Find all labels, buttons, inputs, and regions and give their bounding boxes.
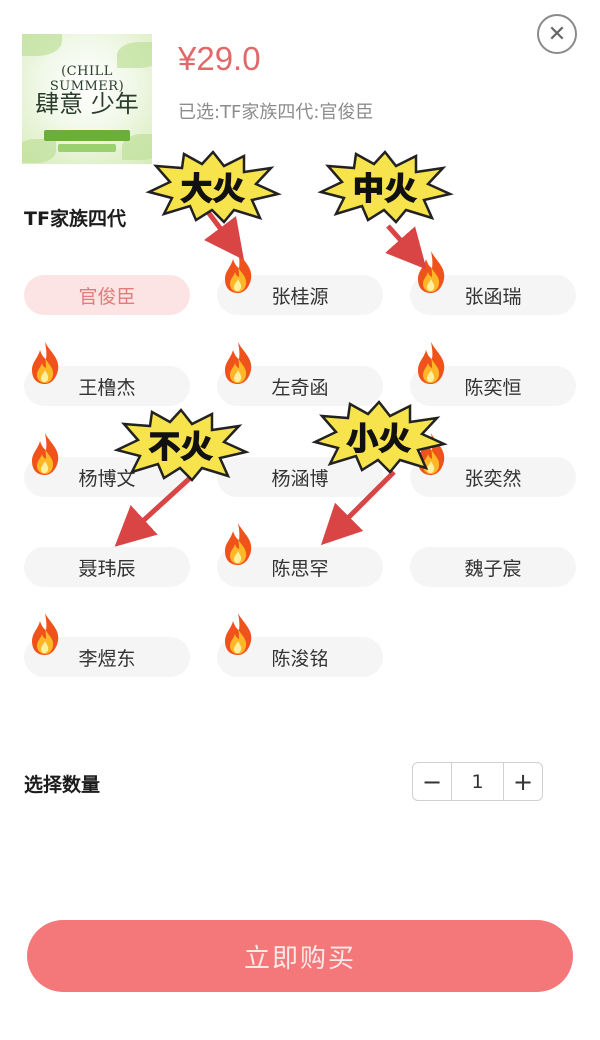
variant-option-label: 左奇函 — [271, 376, 329, 399]
variant-option[interactable]: 聂玮辰 — [24, 547, 190, 587]
product-image: (CHILL SUMMER) 肆意 少年 — [22, 34, 152, 164]
variant-option-label: 张函瑞 — [464, 285, 522, 308]
sticker-small-fire: 小火 — [311, 400, 448, 474]
sticker-big-fire-label: 大火 — [181, 171, 246, 208]
product-image-title: 肆意 少年 — [35, 90, 139, 118]
quantity-label: 选择数量 — [24, 774, 101, 796]
variant-option[interactable]: 张函瑞 — [410, 251, 576, 315]
sticker-no-fire: 不火 — [113, 408, 250, 482]
fire-icon — [414, 340, 448, 386]
fire-icon — [28, 431, 62, 477]
variant-option[interactable]: 官俊臣 — [24, 275, 190, 315]
close-button[interactable]: ✕ — [537, 14, 577, 54]
fire-icon — [221, 249, 255, 295]
variant-option[interactable]: 张桂源 — [217, 251, 383, 315]
quantity-stepper: − 1 + — [412, 762, 543, 801]
fire-icon — [221, 340, 255, 386]
variant-option-label: 李煜东 — [78, 647, 136, 670]
variant-option-label: 聂玮辰 — [78, 557, 136, 580]
fire-icon — [221, 521, 255, 567]
variant-option-label: 官俊臣 — [78, 285, 136, 308]
variant-option-label: 陈奕恒 — [464, 376, 522, 399]
variant-option[interactable]: 左奇函 — [217, 342, 383, 406]
sticker-medium-fire-label: 中火 — [353, 171, 418, 208]
variant-option[interactable]: 王橹杰 — [24, 342, 190, 406]
sticker-small-fire-label: 小火 — [347, 421, 412, 458]
fire-icon — [28, 611, 62, 657]
sticker-no-fire-label: 不火 — [149, 429, 214, 466]
variant-option-label: 魏子宸 — [464, 557, 522, 580]
variant-option[interactable]: 李煜东 — [24, 613, 190, 677]
variant-option-label: 张桂源 — [271, 285, 329, 308]
variant-option-label: 陈浚铭 — [271, 647, 329, 670]
fire-icon — [414, 249, 448, 295]
variant-option[interactable]: 魏子宸 — [410, 547, 576, 587]
variant-option-label: 陈思罕 — [271, 557, 329, 580]
variant-option[interactable]: 陈奕恒 — [410, 342, 576, 406]
quantity-value[interactable]: 1 — [451, 763, 504, 800]
sticker-medium-fire: 中火 — [317, 150, 454, 224]
product-image-caption: (CHILL SUMMER) — [49, 64, 125, 94]
buy-now-button[interactable]: 立即购买 — [27, 920, 573, 992]
increment-button[interactable]: + — [512, 767, 534, 796]
variant-option-label: 王橹杰 — [78, 376, 136, 399]
decrement-button[interactable]: − — [421, 767, 443, 796]
variant-option[interactable]: 陈浚铭 — [217, 613, 383, 677]
sticker-big-fire: 大火 — [145, 150, 282, 224]
variant-option-label: 张奕然 — [464, 467, 522, 490]
variant-option[interactable]: 陈思罕 — [217, 523, 383, 587]
fire-icon — [221, 611, 255, 657]
close-icon: ✕ — [547, 21, 567, 47]
variant-group-title: TF家族四代 — [24, 208, 126, 230]
selected-variant-text: 已选:TF家族四代:官俊臣 — [178, 102, 374, 123]
product-price: ¥29.0 — [178, 40, 261, 77]
fire-icon — [28, 340, 62, 386]
variant-option-label: 杨涵博 — [271, 467, 329, 490]
